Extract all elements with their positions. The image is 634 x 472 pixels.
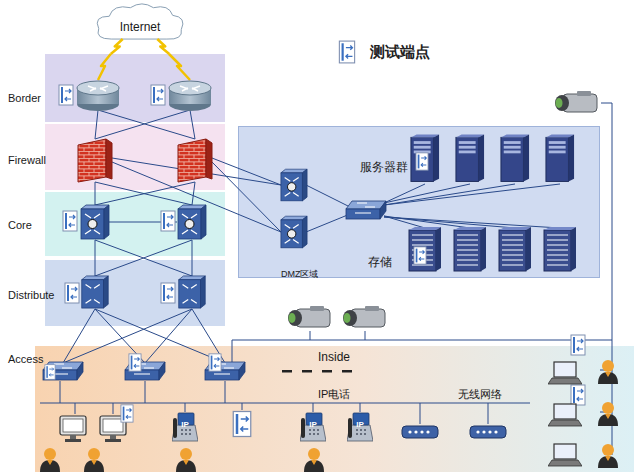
layer-label: Access [8,353,43,366]
core-switch [178,205,206,239]
server [456,135,484,182]
area-label: 服务器群 [360,161,408,175]
area-label: Inside [318,351,350,365]
legend-sample [338,40,356,64]
user [176,448,196,472]
area-label: IP电话 [318,388,350,401]
user [84,448,104,472]
access-switch [43,362,83,380]
user [598,402,618,426]
ip-phone: IP [300,412,326,442]
server [546,135,574,182]
camera [555,91,597,112]
wan-link [157,39,169,54]
area-label: 无线网络 [458,388,502,401]
test-endpoint [121,405,133,422]
core-switch [81,205,109,239]
test-endpoint [151,85,165,105]
user [598,360,618,384]
phone-outline [300,413,326,441]
test-endpoint [571,335,585,355]
layer-label: Firewall [8,154,46,167]
router [77,81,119,111]
ip-phone: IP [347,412,373,442]
test-endpoint [65,283,79,303]
firewall [178,139,212,182]
test-endpoint [571,385,585,405]
user [40,448,60,472]
layer-label: Distribute [8,289,54,302]
storage-array [544,227,576,271]
storage-array [454,227,486,271]
dmz-switch [281,216,307,248]
user [598,444,618,468]
phone-label: IP [356,420,364,429]
test-endpoint [59,85,73,105]
test-endpoint [129,354,141,371]
wireless-ap [470,426,506,438]
wan-link [111,39,123,54]
network-wires [40,103,612,455]
more-switches-dashes [282,370,352,373]
test-endpoint [63,211,77,231]
phone-outline [347,413,373,441]
test-endpoint-icon [339,41,354,63]
cloud-outline [97,4,183,39]
ip-phone: IP [172,412,198,442]
desktop-pc [60,416,86,442]
test-endpoint [161,211,175,231]
distribution-switch [82,276,108,308]
camera [343,306,385,327]
phone-label: IP [309,420,317,429]
cloud-label: Internet [120,21,161,35]
test-endpoint [414,247,426,264]
camera [288,306,330,327]
test-endpoint [161,283,175,303]
laptop [548,444,582,466]
laptop [548,362,582,384]
storage-array [409,227,441,271]
wan-link [98,54,190,80]
server [411,135,439,182]
test-endpoint [233,412,251,437]
test-endpoint [416,153,428,170]
distribution-switch [179,276,205,308]
router [169,81,211,111]
laptop [548,404,582,426]
area-label: 存储 [368,256,392,270]
user [304,448,324,472]
cloud-node: Internet [92,2,188,40]
zone-label: DMZ区域 [281,269,319,279]
server [501,135,529,182]
phone-label: IP [181,420,189,429]
phone-outline [172,413,198,441]
legend-text: 测试端点 [370,43,430,60]
test-endpoint [45,365,55,380]
test-endpoint [209,354,221,371]
layer-label: Core [8,219,32,232]
wireless-ap [402,426,438,438]
firewall [78,139,112,182]
layer-label: Border [8,92,41,105]
dmz-switch [281,169,307,201]
storage-array [499,227,531,271]
server-switch [346,201,386,219]
